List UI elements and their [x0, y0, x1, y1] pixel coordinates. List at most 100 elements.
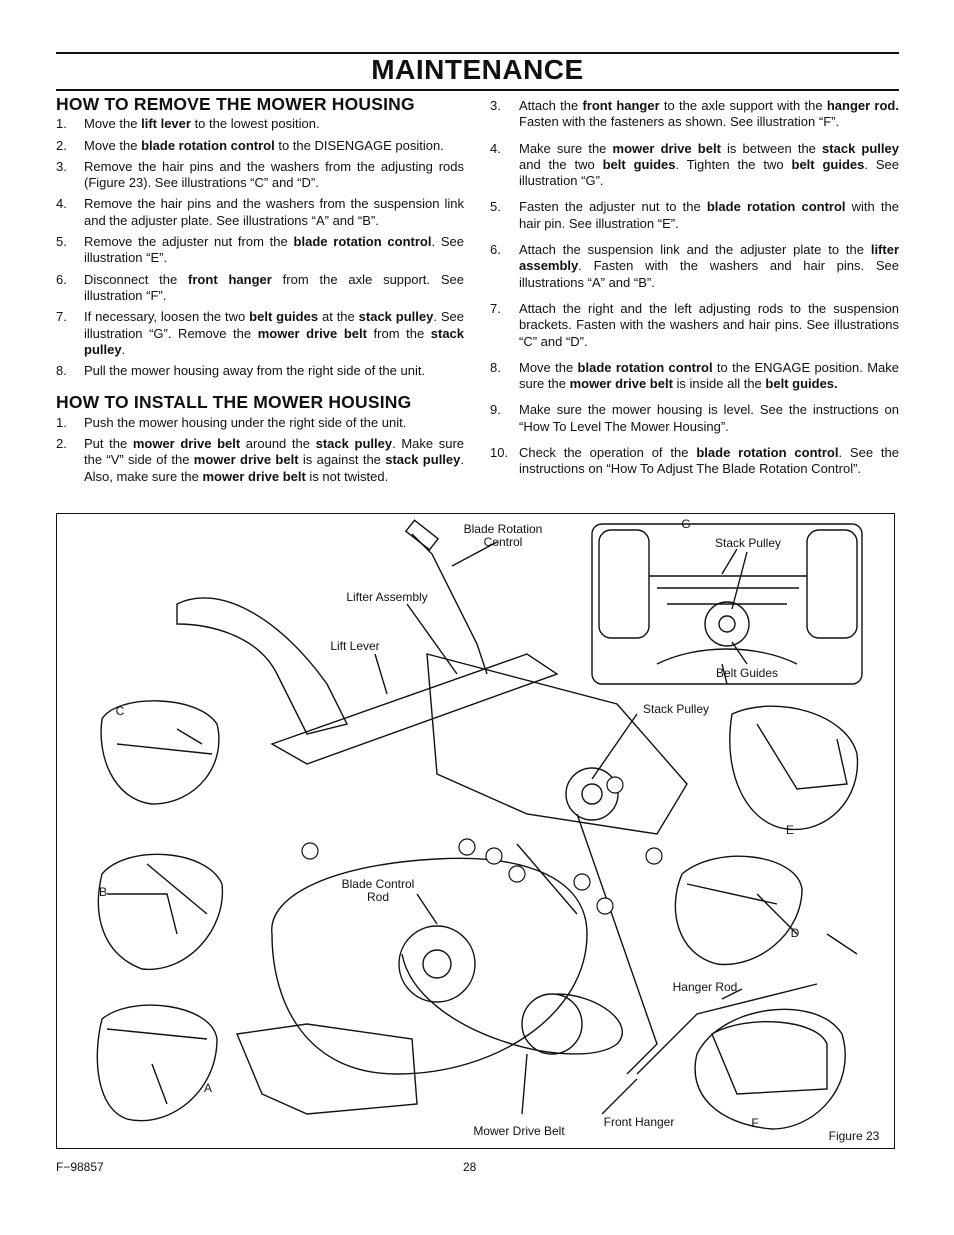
page-title: MAINTENANCE [56, 54, 899, 86]
step-text: from the [367, 326, 431, 341]
step-text: Move the [84, 138, 141, 153]
mower-illustration [57, 514, 896, 1150]
step-item: 4.Make sure the mower drive belt is betw… [490, 141, 899, 190]
figure-23: Blade Rotation Control Lifter Assembly L… [56, 513, 895, 1149]
inset-g-right-tire [807, 530, 857, 638]
step-number: 4. [56, 196, 67, 212]
step-emphasis: blade rotation control [578, 360, 713, 375]
step-emphasis: hanger rod. [827, 98, 899, 113]
deck-pulley-left [399, 926, 475, 1002]
step-text: . [122, 342, 126, 357]
step-text: Attach the suspension link and the adjus… [519, 242, 871, 257]
install-steps-right: 3.Attach the front hanger to the axle su… [490, 98, 899, 478]
step-emphasis: blade rotation control [141, 138, 275, 153]
step-number: 5. [56, 234, 67, 250]
step-text: around the [240, 436, 315, 451]
label-belt-guides: Belt Guides [707, 667, 787, 680]
step-item: 5.Remove the adjuster nut from the blade… [56, 234, 464, 267]
remove-steps: 1.Move the lift lever to the lowest posi… [56, 116, 464, 379]
step-emphasis: mower drive belt [258, 326, 367, 341]
step-number: 10. [490, 445, 508, 461]
step-emphasis: stack pulley [359, 309, 434, 324]
label-mower-drive-belt: Mower Drive Belt [465, 1125, 573, 1138]
step-text: Make sure the [519, 141, 613, 156]
step-text: Disconnect the [84, 272, 188, 287]
step-item: 6. Attach the suspension link and the adj… [490, 242, 899, 291]
label-stack-pulley: Stack Pulley [635, 703, 717, 716]
step-text: to the lowest position. [191, 116, 320, 131]
step-number: 9. [490, 402, 501, 418]
step-emphasis: belt guides. [765, 376, 837, 391]
step-number: 7. [56, 309, 67, 325]
step-item: 7. If necessary, loosen the two belt guid… [56, 309, 464, 358]
step-emphasis: front hanger [582, 98, 659, 113]
label-blade-control-rod: Blade Control Rod [333, 878, 423, 904]
mower-deck [272, 858, 587, 1074]
callout-e: E [782, 824, 798, 837]
step-text: Pull the mower housing away from the rig… [84, 363, 425, 378]
step-item: 9. Make sure the mower housing is level. … [490, 402, 899, 435]
step-text: Check the operation of the [519, 445, 696, 460]
step-text: Fasten the adjuster nut to the [519, 199, 707, 214]
step-item: 5.Fasten the adjuster nut to the blade r… [490, 199, 899, 232]
step-text: . Tighten the two [675, 157, 791, 172]
figure-caption: Figure 23 [819, 1130, 889, 1143]
step-text: at the [318, 309, 359, 324]
step-number: 7. [490, 301, 501, 317]
remove-heading: HOW TO REMOVE THE MOWER HOUSING [56, 96, 464, 112]
label-lift-lever: Lift Lever [320, 640, 390, 653]
step-number: 1. [56, 415, 67, 431]
step-emphasis: blade rotation control [696, 445, 838, 460]
step-number: 5. [490, 199, 501, 215]
tractor-fender [177, 598, 347, 734]
inset-a [97, 1005, 217, 1121]
step-item: 8.Pull the mower housing away from the r… [56, 363, 464, 379]
step-emphasis: mower drive belt [613, 141, 721, 156]
inset-g-pulley [705, 602, 749, 646]
step-text: and the two [519, 157, 603, 172]
step-item: 4.Remove the hair pins and the washers f… [56, 196, 464, 229]
step-text: If necessary, loosen the two [84, 309, 249, 324]
step-text: Fasten with the fasteners as shown. See … [519, 114, 839, 129]
hanger-rod [637, 934, 857, 1074]
step-text: is against the [299, 452, 386, 467]
blade-rotation-control-rod [412, 534, 487, 674]
stack-pulley-main [566, 768, 618, 820]
label-lifter-assembly: Lifter Assembly [337, 591, 437, 604]
left-column: HOW TO REMOVE THE MOWER HOUSING 1.Move t… [56, 96, 464, 490]
callout-b: B [95, 886, 111, 899]
step-item: 1.Move the lift lever to the lowest posi… [56, 116, 464, 132]
step-number: 6. [490, 242, 501, 258]
lift-lever-bar [272, 654, 557, 764]
step-item: 1.Push the mower housing under the right… [56, 415, 464, 431]
install-heading: HOW TO INSTALL THE MOWER HOUSING [56, 394, 464, 410]
step-emphasis: stack pulley [822, 141, 899, 156]
step-emphasis: mower drive belt [570, 376, 673, 391]
mower-drive-belt [402, 954, 622, 1054]
label-hanger-rod: Hanger Rod [667, 981, 743, 994]
step-text: is between the [721, 141, 822, 156]
inset-g-frame-bars [649, 576, 807, 604]
label-blade-rotation-control: Blade Rotation Control [455, 523, 551, 549]
step-number: 3. [490, 98, 501, 114]
callout-c: C [112, 705, 128, 718]
page-number: 28 [463, 1160, 476, 1174]
doc-code: F−98857 [56, 1160, 104, 1174]
step-emphasis: belt guides [249, 309, 318, 324]
deck-chute [237, 1024, 417, 1114]
install-steps-left: 1.Push the mower housing under the right… [56, 415, 464, 485]
step-item: 3.Attach the front hanger to the axle su… [490, 98, 899, 131]
step-number: 3. [56, 159, 67, 175]
step-text: Make sure the mower housing is level. Se… [519, 402, 899, 433]
step-item: 3.Remove the hair pins and the washers f… [56, 159, 464, 192]
step-text: to the DISENGAGE position. [275, 138, 444, 153]
inset-g-belt [657, 649, 797, 664]
step-emphasis: blade rotation control [294, 234, 432, 249]
step-emphasis: lift lever [141, 116, 191, 131]
step-emphasis: mower drive belt [194, 452, 299, 467]
step-item: 10. Check the operation of the blade rota… [490, 445, 899, 478]
callout-g: G [678, 518, 694, 531]
step-emphasis: mower drive belt [133, 436, 240, 451]
step-text: Move the [519, 360, 578, 375]
right-column: 3.Attach the front hanger to the axle su… [490, 98, 899, 488]
